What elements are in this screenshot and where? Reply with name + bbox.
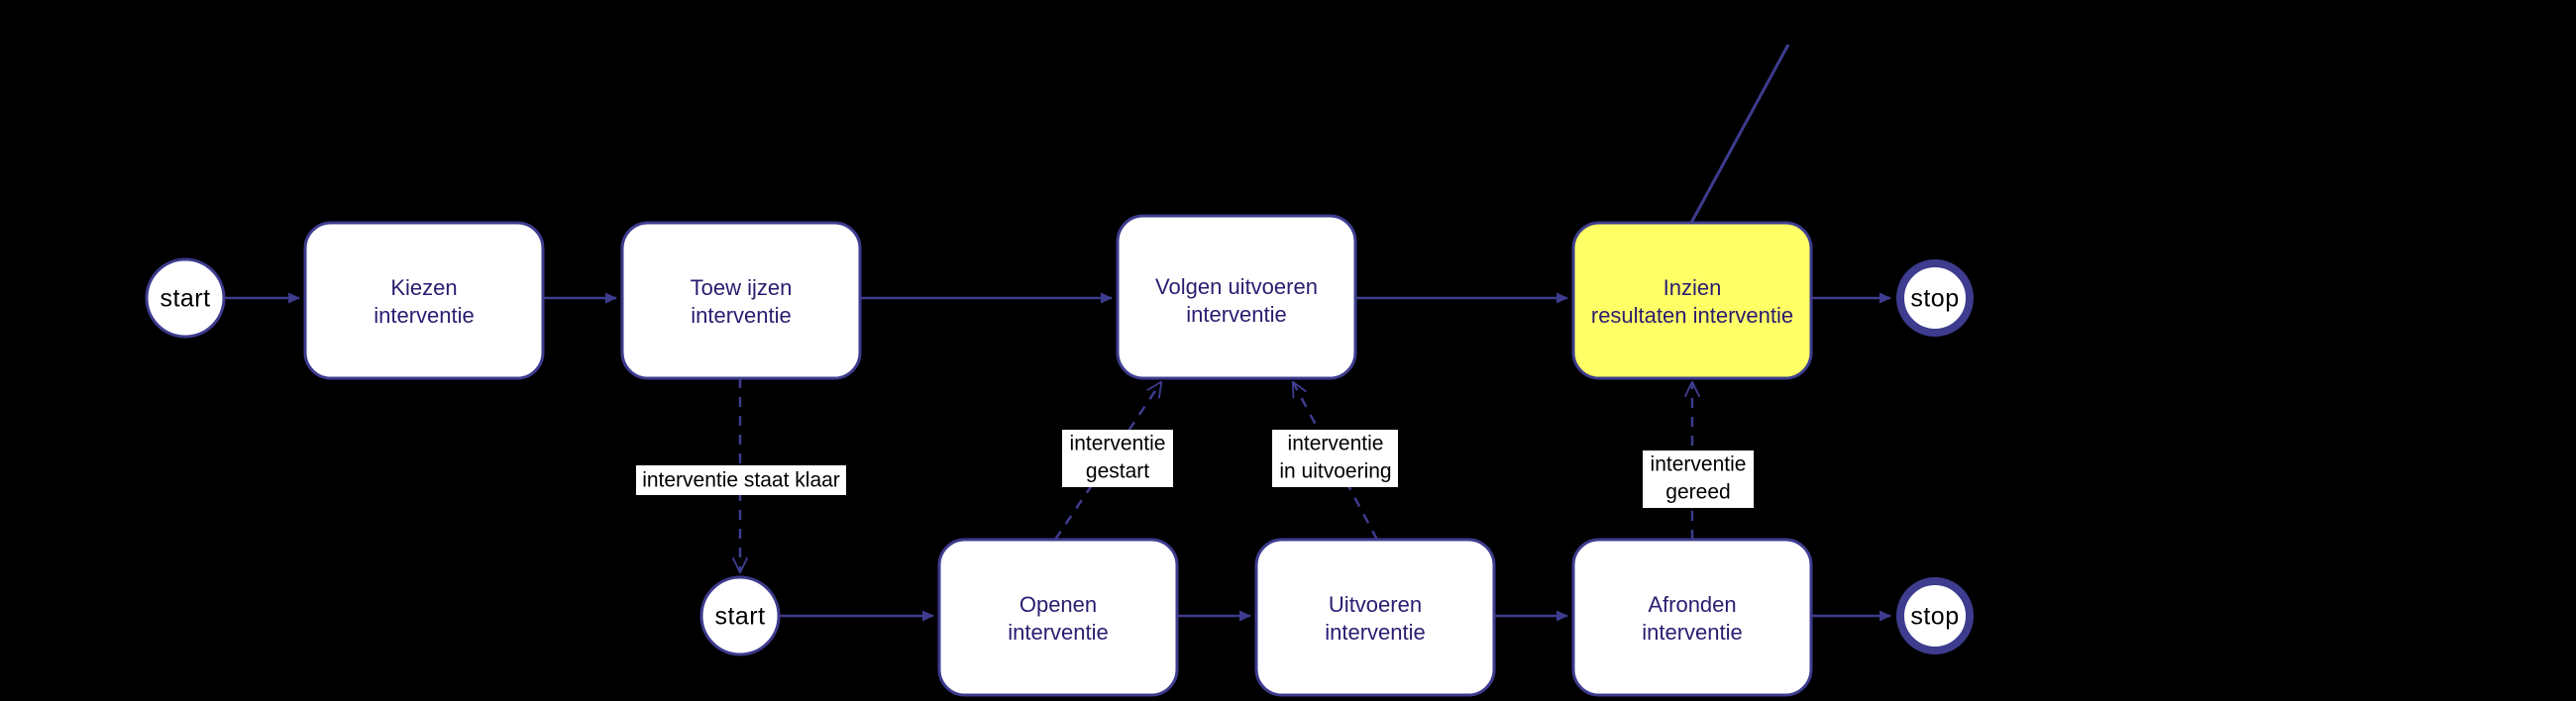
- node-volgen-uitvoeren-interventie[interactable]: Volgen uitvoeren interventie: [1116, 214, 1357, 380]
- node-inzien-resultaten-interventie[interactable]: Inzien resultaten interventie: [1571, 221, 1813, 380]
- node-label-line1: Uitvoeren: [1329, 592, 1422, 617]
- edge-label-line2: in uitvoering: [1279, 460, 1391, 483]
- edge-label-interventie-gestart: interventie gestart: [1062, 430, 1173, 487]
- terminal-label: stop: [1910, 603, 1959, 631]
- node-shape: [1116, 214, 1357, 380]
- node-kiezen-interventie[interactable]: Kiezen interventie: [303, 221, 545, 380]
- edge-label-line1: interventie: [1288, 433, 1384, 455]
- stop-circle: [1896, 577, 1974, 654]
- terminal-stop-top[interactable]: stop: [1896, 259, 1974, 337]
- edge-label-line1: interventie: [1651, 453, 1747, 476]
- node-shape: [620, 221, 862, 380]
- node-shape: [303, 221, 545, 380]
- node-label-line2: interventie: [691, 303, 792, 328]
- terminal-start-bottom[interactable]: start: [699, 575, 781, 656]
- node-label-line1: Inzien: [1664, 275, 1722, 300]
- terminal-label: start: [160, 285, 210, 313]
- edge-label-interventie-in-uitvoering: interventie in uitvoering: [1272, 430, 1398, 487]
- node-label-line1: Afronden: [1648, 592, 1736, 617]
- terminal-label: start: [714, 603, 765, 631]
- terminal-start-top[interactable]: start: [145, 257, 226, 339]
- label-background: [1643, 451, 1754, 508]
- edge-label-line2: gestart: [1086, 460, 1149, 483]
- node-label-line2: interventie: [1008, 620, 1109, 645]
- node-label-line1: Volgen uitvoeren: [1155, 274, 1318, 299]
- node-label-line2: resultaten interventie: [1591, 303, 1793, 328]
- start-circle: [145, 257, 226, 339]
- stop-circle: [1896, 259, 1974, 337]
- label-background: [1062, 430, 1173, 487]
- terminal-stop-bottom[interactable]: stop: [1896, 577, 1974, 654]
- node-shape: [1254, 538, 1496, 697]
- edge-label-line2: gereed: [1665, 481, 1730, 504]
- node-label-line2: interventie: [1325, 620, 1426, 645]
- edge-label-line1: interventie: [1070, 433, 1166, 455]
- edge-label-interventie-gereed: interventie gereed: [1643, 451, 1754, 508]
- node-label-line1: Toew ijzen: [691, 275, 793, 300]
- label-background: [1272, 430, 1398, 487]
- edge-inzien-diagonal-offscreen: [1689, 44, 1790, 224]
- node-label-line1: Openen: [1020, 592, 1097, 617]
- node-shape: [1571, 538, 1813, 697]
- node-label-line2: interventie: [374, 303, 475, 328]
- start-circle: [699, 575, 781, 656]
- node-toewijzen-interventie[interactable]: Toew ijzen interventie: [620, 221, 862, 380]
- node-afronden-interventie[interactable]: Afronden interventie: [1571, 538, 1813, 697]
- node-label-line2: interventie: [1186, 302, 1287, 327]
- node-openen-interventie[interactable]: Openen interventie: [937, 538, 1179, 697]
- node-shape-highlighted: [1571, 221, 1813, 380]
- node-shape: [937, 538, 1179, 697]
- label-background: [636, 465, 846, 495]
- edge-label-line1: interventie staat klaar: [642, 469, 840, 492]
- node-uitvoeren-interventie[interactable]: Uitvoeren interventie: [1254, 538, 1496, 697]
- edge-label-interventie-staat-klaar: interventie staat klaar: [636, 465, 846, 495]
- node-label-line2: interventie: [1642, 620, 1743, 645]
- terminal-label: stop: [1910, 285, 1959, 313]
- node-label-line1: Kiezen: [390, 275, 457, 300]
